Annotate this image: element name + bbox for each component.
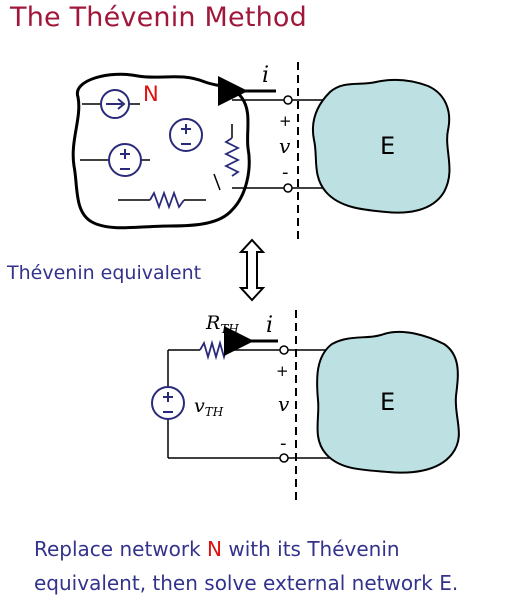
top-circuit: N	[71, 62, 451, 244]
slide-title: The Thévenin Method	[10, 2, 307, 33]
thevenin-voltage-source	[151, 386, 185, 420]
bottom-circuit: vTH RTH i + v - E	[151, 310, 460, 504]
thevenin-resistor	[199, 339, 233, 361]
external-network-e-bottom	[316, 330, 460, 474]
minus-label-bottom: -	[280, 433, 287, 454]
caption-network-n: N	[207, 537, 223, 561]
network-n-boundary	[71, 72, 251, 230]
current-label-top: i	[262, 63, 269, 88]
caption-line-2: equivalent, then solve external network …	[34, 571, 459, 595]
caption-line-1-end: with its Thévenin	[222, 537, 400, 561]
external-label-top: E	[380, 132, 395, 160]
terminal-bottom-bottom-circuit	[279, 453, 289, 463]
voltage-label-bottom: v	[278, 392, 290, 416]
current-source	[82, 89, 140, 119]
voltage-source-left	[80, 143, 150, 177]
terminal-top-bottom-circuit	[279, 345, 289, 355]
minus-label-top: -	[282, 162, 289, 183]
resistor-label: RTH	[205, 312, 239, 336]
internal-resistor-vertical	[213, 124, 241, 191]
current-label-bottom: i	[266, 313, 273, 338]
plus-label-top: +	[279, 112, 292, 130]
voltage-source-right	[169, 118, 203, 152]
network-n-label: N	[143, 82, 159, 106]
plus-label-bottom: +	[276, 362, 289, 380]
external-network-e-top	[312, 78, 451, 214]
caption-line-1: Replace network N with its Thévenin	[34, 532, 504, 566]
internal-resistor-horizontal	[118, 190, 206, 210]
caption-line-1-start: Replace network	[34, 537, 208, 561]
external-label-bottom: E	[380, 388, 395, 416]
terminal-bottom	[283, 183, 293, 193]
voltage-label-top: v	[279, 134, 291, 158]
source-label: vTH	[194, 395, 224, 419]
terminal-top	[283, 95, 293, 105]
double-arrow-icon	[238, 238, 266, 302]
equivalence-label: Thévenin equivalent	[6, 262, 201, 284]
